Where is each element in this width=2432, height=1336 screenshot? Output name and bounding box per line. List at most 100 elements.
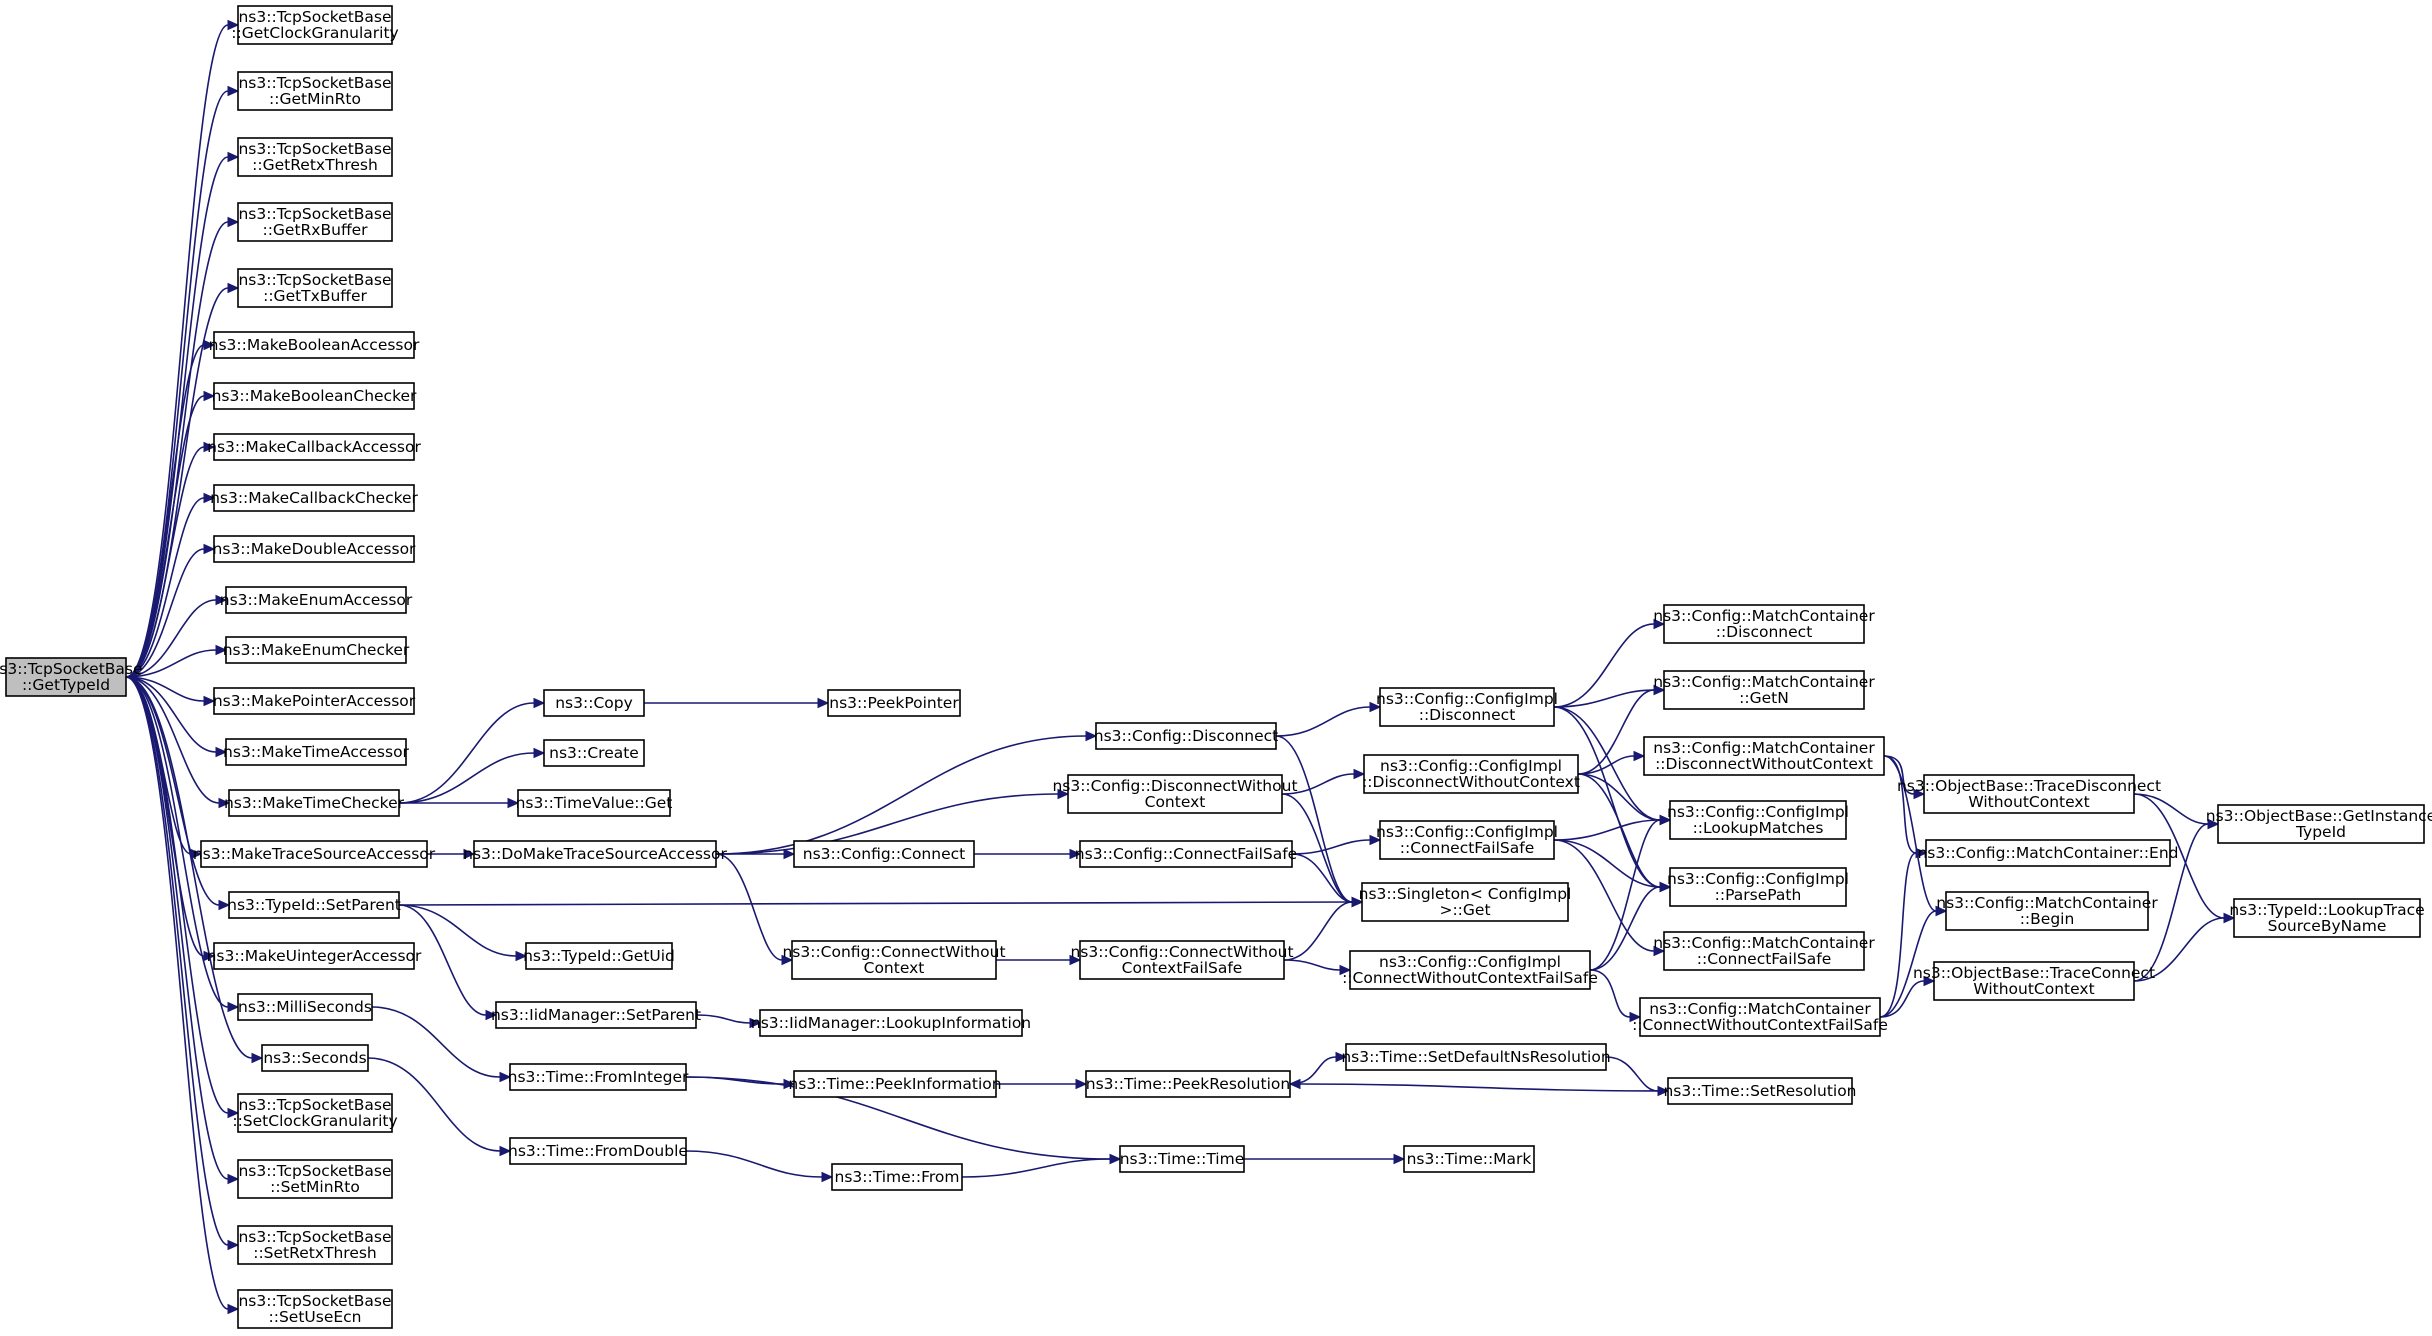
call-edge [398,904,517,957]
function-node[interactable]: ns3::Singleton< ConfigImpl >::Get [1359,882,1572,922]
function-node[interactable]: ns3::Config::ConnectWithoutContext [782,940,1006,980]
arrow-head [1057,788,1070,800]
call-edge [125,446,205,678]
function-node[interactable]: ns3::TcpSocketBase::GetTxBuffer [237,268,393,308]
arrow-head [821,1171,834,1183]
function-node[interactable]: ns3::TcpSocketBase::SetRetxThresh [237,1225,393,1265]
function-node[interactable]: ns3::Time::Time [1119,1145,1245,1173]
function-node[interactable]: ns3::Config::MatchContainer::DisconnectW… [1643,736,1885,776]
call-edge [1289,1056,1337,1085]
function-node[interactable]: ns3::Config::ConfigImpl::LookupMatches [1667,800,1849,840]
function-node[interactable]: ns3::Time::FromDouble [508,1137,688,1165]
function-node[interactable]: ns3::Config::MatchContainer::GetN [1653,670,1875,710]
arrow-head [215,594,228,606]
function-node[interactable]: ns3::MilliSeconds [237,993,373,1021]
function-node[interactable]: ns3::IidManager::SetParent [491,1001,701,1029]
root-node[interactable]: ns3::TcpSocketBase::GetTypeId [0,657,143,697]
call-edge [1883,755,1915,795]
function-node[interactable]: ns3::Config::MatchContainer::Begin [1936,891,2158,931]
node-box [543,689,645,717]
function-node[interactable]: ns3::MakeBooleanAccessor [209,331,420,359]
function-node[interactable]: ns3::TcpSocketBase::GetClockGranularity [231,5,399,45]
node-label: ::ConnectWithoutContextFailSafe [1632,1016,1888,1034]
function-node[interactable]: ns3::Config::ConnectWithoutContextFailSa… [1070,940,1294,980]
function-node[interactable]: ns3::TcpSocketBase::GetMinRto [237,71,393,111]
node-box [1119,1145,1245,1173]
arrow-head [227,1303,240,1315]
node-label: ns3::TcpSocketBase [238,74,391,92]
function-node[interactable]: ns3::ObjectBase::TraceDisconnectWithoutC… [1897,774,2161,814]
arrow-head [227,1239,240,1251]
function-node[interactable]: ns3::TcpSocketBase::GetRxBuffer [237,202,393,242]
function-node[interactable]: ns3::MakePointerAccessor [213,687,416,715]
call-edge [1577,773,1661,821]
function-node[interactable]: ns3::TcpSocketBase::SetMinRto [237,1159,393,1199]
function-node[interactable]: ns3::Config::ConfigImpl::Disconnect [1376,687,1558,727]
function-node[interactable]: ns3::Config::ConfigImpl::ParsePath [1667,867,1849,907]
function-node[interactable]: ns3::Time::PeekInformation [788,1070,1002,1098]
node-label: ns3::Config::MatchContainer [1653,673,1875,691]
function-node[interactable]: ns3::IidManager::LookupInformation [751,1009,1031,1037]
function-node[interactable]: ns3::MakeEnumChecker [223,636,410,664]
function-node[interactable]: ns3::Config::ConfigImpl::ConnectWithoutC… [1342,950,1598,990]
function-node[interactable]: ns3::Copy [543,689,645,717]
node-box [228,891,400,919]
function-node[interactable]: ns3::MakeTraceSourceAccessor [193,840,436,868]
call-edge [125,676,253,1059]
node-label: ns3::ObjectBase::TraceDisconnect [1897,777,2161,795]
function-node[interactable]: ns3::TcpSocketBase::GetRetxThresh [237,137,393,177]
node-label: ns3::TcpSocketBase [238,1096,391,1114]
node-box [827,689,961,717]
node-label: ::SetClockGranularity [232,1112,397,1130]
function-node[interactable]: ns3::Config::MatchContainer::End [1917,839,2179,867]
function-node[interactable]: ns3::Config::ConfigImpl::DisconnectWitho… [1362,754,1580,794]
node-label: ::Disconnect [1716,623,1813,641]
function-node[interactable]: ns3::MakeDoubleAccessor [213,535,417,563]
arrow-head [203,339,216,351]
function-node[interactable]: ns3::Config::MatchContainer::ConnectWith… [1632,997,1888,1037]
function-node[interactable]: ns3::MakeUintegerAccessor [207,942,422,970]
call-edge [125,676,229,1114]
function-node[interactable]: ns3::ObjectBase::TraceConnectWithoutCont… [1913,961,2155,1001]
call-edge [961,1158,1111,1178]
function-node[interactable]: ns3::Time::SetResolution [1663,1077,1857,1105]
function-node[interactable]: ns3::MakeTimeAccessor [223,738,410,766]
function-node[interactable]: ns3::Time::FromInteger [508,1063,689,1091]
function-node[interactable]: ns3::DoMakeTraceSourceAccessor [463,840,727,868]
function-node[interactable]: ns3::Seconds [261,1044,369,1072]
function-node[interactable]: ns3::Config::MatchContainer::ConnectFail… [1653,931,1875,971]
function-node[interactable]: ns3::MakeBooleanChecker [212,382,417,410]
function-node[interactable]: ns3::Config::DisconnectWithoutContext [1052,774,1298,814]
function-node[interactable]: ns3::Config::Connect [793,840,975,868]
function-node[interactable]: ns3::TcpSocketBase::SetUseEcn [237,1289,393,1329]
function-node[interactable]: ns3::MakeTimeChecker [224,789,405,817]
function-node[interactable]: ns3::MakeEnumAccessor [220,586,413,614]
arrow-head [1633,750,1646,762]
function-node[interactable]: ns3::MakeCallbackChecker [210,484,419,512]
node-box [1669,800,1847,840]
function-node[interactable]: ns3::Config::ConnectFailSafe [1075,840,1297,868]
function-node[interactable]: ns3::Create [543,739,645,767]
function-node[interactable]: ns3::MakeCallbackAccessor [207,433,421,461]
function-node[interactable]: ns3::Time::PeekResolution [1085,1070,1291,1098]
function-node[interactable]: ns3::TimeValue::Get [516,789,673,817]
function-node[interactable]: ns3::TypeId::SetParent [227,891,401,919]
function-node[interactable]: ns3::TypeId::GetUid [523,942,675,970]
node-box [213,331,415,359]
function-node[interactable]: ns3::PeekPointer [827,689,961,717]
function-node[interactable]: ns3::Config::Disconnect [1094,722,1279,750]
function-node[interactable]: ns3::Config::MatchContainer::Disconnect [1653,604,1875,644]
function-node[interactable]: ns3::TcpSocketBase::SetClockGranularity [232,1093,398,1133]
node-label: ContextFailSafe [1122,959,1243,977]
function-node[interactable]: ns3::Config::ConfigImpl::ConnectFailSafe [1376,820,1558,860]
function-node[interactable]: ns3::Time::SetDefaultNsResolution [1341,1043,1611,1071]
arrow-head [227,85,240,97]
arrow-head [1075,1078,1088,1090]
function-node[interactable]: ns3::Time::From [831,1163,963,1191]
function-node[interactable]: ns3::Time::Mark [1403,1145,1535,1173]
call-edge [125,676,217,753]
call-edge [1879,852,1917,1018]
node-label: ns3::Time::Time [1120,1150,1245,1168]
